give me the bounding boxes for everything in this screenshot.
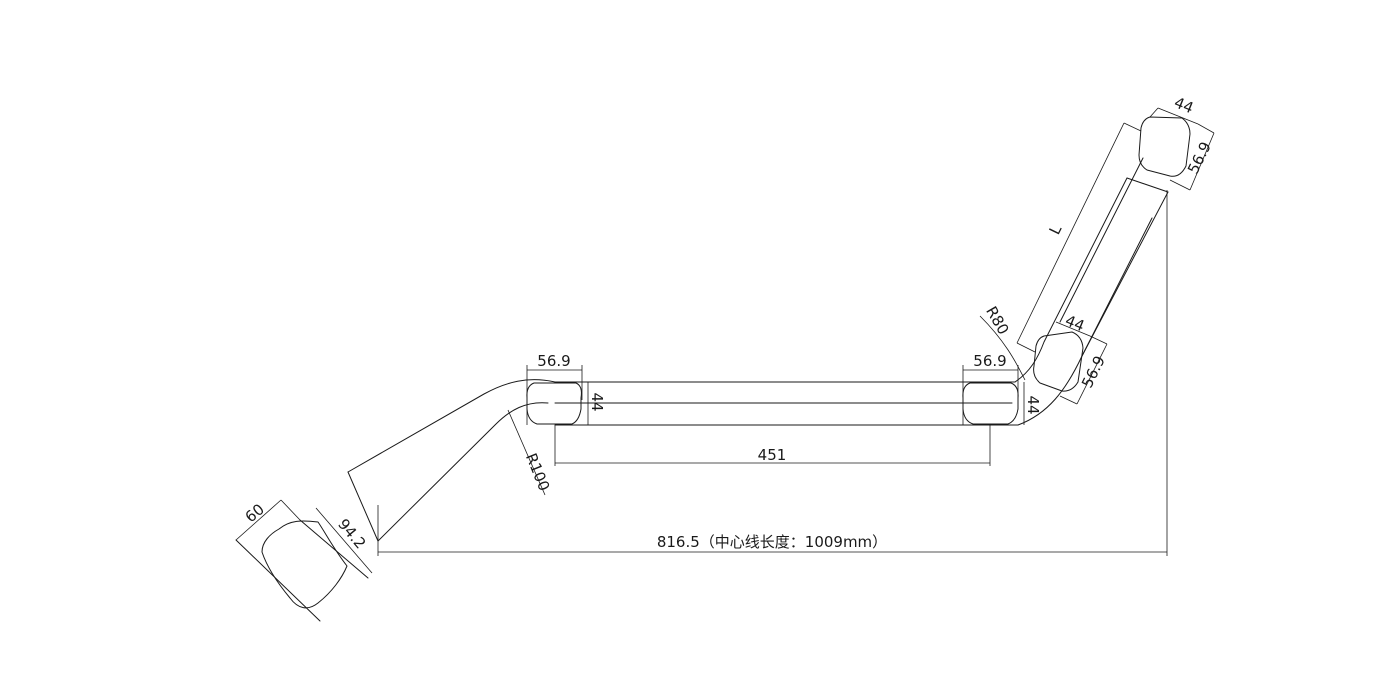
dim-bend-radius-left: R100	[522, 451, 553, 494]
dim-inclined-length: L	[1046, 222, 1066, 238]
dim-height-right: 44	[1024, 395, 1042, 414]
dim-end-60: 60	[242, 500, 268, 526]
pipe-outline	[235, 116, 1191, 622]
dim-bend-radius-right: R80	[982, 303, 1012, 338]
dim-width-right: 56.9	[973, 352, 1006, 370]
dim-width-left: 56.9	[537, 352, 570, 370]
dim-end-942: 94.2	[334, 515, 369, 552]
dim-section-low-569: 56.9	[1078, 353, 1109, 391]
dim-straight-length: 451	[758, 446, 787, 464]
dimension-lines	[235, 107, 1215, 574]
section-inclined-top	[1138, 116, 1191, 177]
dim-height-left: 44	[588, 392, 606, 411]
end-view-section	[261, 520, 348, 609]
section-inclined-low	[1033, 331, 1084, 392]
dim-section-low-44: 44	[1063, 311, 1087, 335]
dim-section-top-44: 44	[1172, 93, 1196, 117]
dim-overall-length: 816.5（中心线长度：1009mm）	[657, 533, 887, 551]
dimension-labels: 56.9 44 56.9 44 451 816.5（中心线长度：1009mm） …	[242, 93, 1215, 552]
